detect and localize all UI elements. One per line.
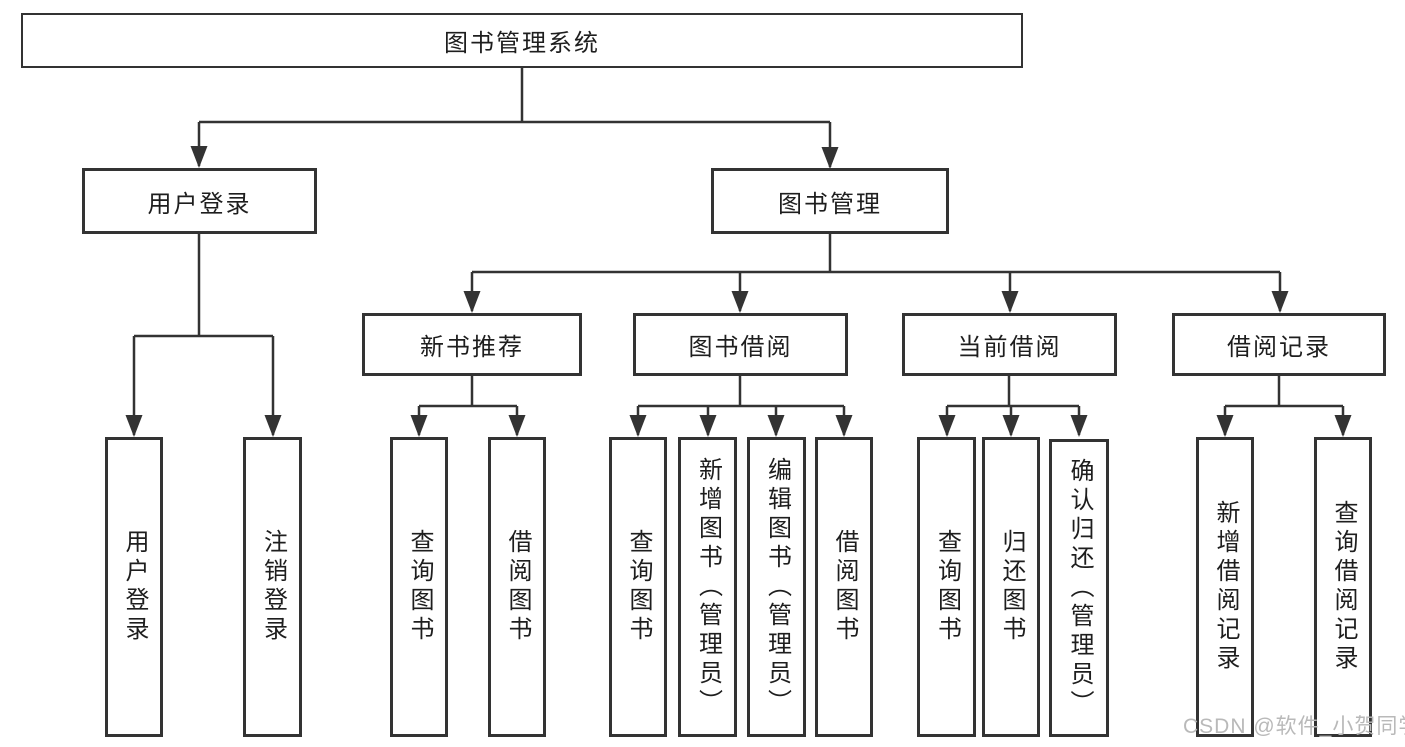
leaf-borrow-add-books-admin: 新增图书（管理员） [678,437,737,737]
arrow-down-icon [190,146,208,168]
node-new-book-recommend: 新书推荐 [362,313,582,376]
arrow-down-icon [629,415,647,437]
node-borrowing-records: 借阅记录 [1172,313,1386,376]
node-borrowing-records-label: 借阅记录 [1227,334,1331,361]
tree-edges [132,68,1345,435]
node-book-management: 图书管理 [711,168,949,234]
arrow-down-icon [1070,415,1088,437]
arrow-down-icon [835,415,853,437]
leaf-current-confirm-return-admin-label: 确认归还（管理员） [1066,457,1093,719]
arrowhead-icons [125,146,1352,437]
leaf-borrow-borrow-books-label: 借阅图书 [831,529,858,645]
arrow-down-icon [1002,415,1020,437]
node-current-borrowing: 当前借阅 [902,313,1117,376]
node-root-label: 图书管理系统 [444,30,600,57]
leaf-current-return-books-label: 归还图书 [998,529,1025,645]
arrow-down-icon [767,415,785,437]
arrow-down-icon [699,415,717,437]
node-user-login: 用户登录 [82,168,317,234]
arrow-down-icon [731,291,749,313]
leaf-records-query-record-label: 查询借阅记录 [1330,500,1357,674]
leaf-borrow-query-books: 查询图书 [609,437,667,737]
arrow-down-icon [264,415,282,437]
arrow-down-icon [410,415,428,437]
leaf-records-add-record: 新增借阅记录 [1196,437,1254,737]
arrow-down-icon [125,415,143,437]
node-book-borrowing: 图书借阅 [633,313,848,376]
leaf-newbook-borrow-books: 借阅图书 [488,437,546,737]
arrow-down-icon [1216,415,1234,437]
leaf-borrow-borrow-books: 借阅图书 [815,437,873,737]
arrow-down-icon [1334,415,1352,437]
node-new-book-recommend-label: 新书推荐 [420,334,524,361]
leaf-logout-login-label: 注销登录 [259,529,287,645]
arrow-down-icon [508,415,526,437]
node-book-borrowing-label: 图书借阅 [688,334,793,361]
leaf-newbook-query-books-label: 查询图书 [406,529,433,645]
leaf-borrow-edit-books-admin-label: 编辑图书（管理员） [763,456,791,718]
leaf-borrow-edit-books-admin: 编辑图书（管理员） [747,437,806,737]
leaf-current-query-books-label: 查询图书 [933,529,961,645]
leaf-logout-login: 注销登录 [243,437,302,737]
leaf-user-login-label: 用户登录 [121,529,148,645]
leaf-records-query-record: 查询借阅记录 [1314,437,1372,737]
arrow-down-icon [938,415,956,437]
arrow-down-icon [463,291,481,313]
leaf-current-query-books: 查询图书 [917,437,976,737]
leaf-borrow-add-books-admin-label: 新增图书（管理员） [694,456,722,718]
leaf-newbook-borrow-books-label: 借阅图书 [504,529,531,645]
leaf-user-login: 用户登录 [105,437,163,737]
leaf-borrow-query-books-label: 查询图书 [625,529,652,645]
arrow-down-icon [1001,291,1019,313]
arrow-down-icon [821,147,839,169]
leaf-current-confirm-return-admin: 确认归还（管理员） [1049,439,1109,737]
leaf-newbook-query-books: 查询图书 [390,437,448,737]
arrow-down-icon [1271,291,1289,313]
leaf-current-return-books: 归还图书 [982,437,1040,737]
node-root: 图书管理系统 [21,13,1023,68]
node-book-management-label: 图书管理 [778,190,882,218]
watermark-text: CSDN @软件_小贺同学 [1183,715,1405,738]
leaf-records-add-record-label: 新增借阅记录 [1212,500,1239,674]
node-user-login-label: 用户登录 [147,190,252,218]
node-current-borrowing-label: 当前借阅 [957,334,1062,361]
